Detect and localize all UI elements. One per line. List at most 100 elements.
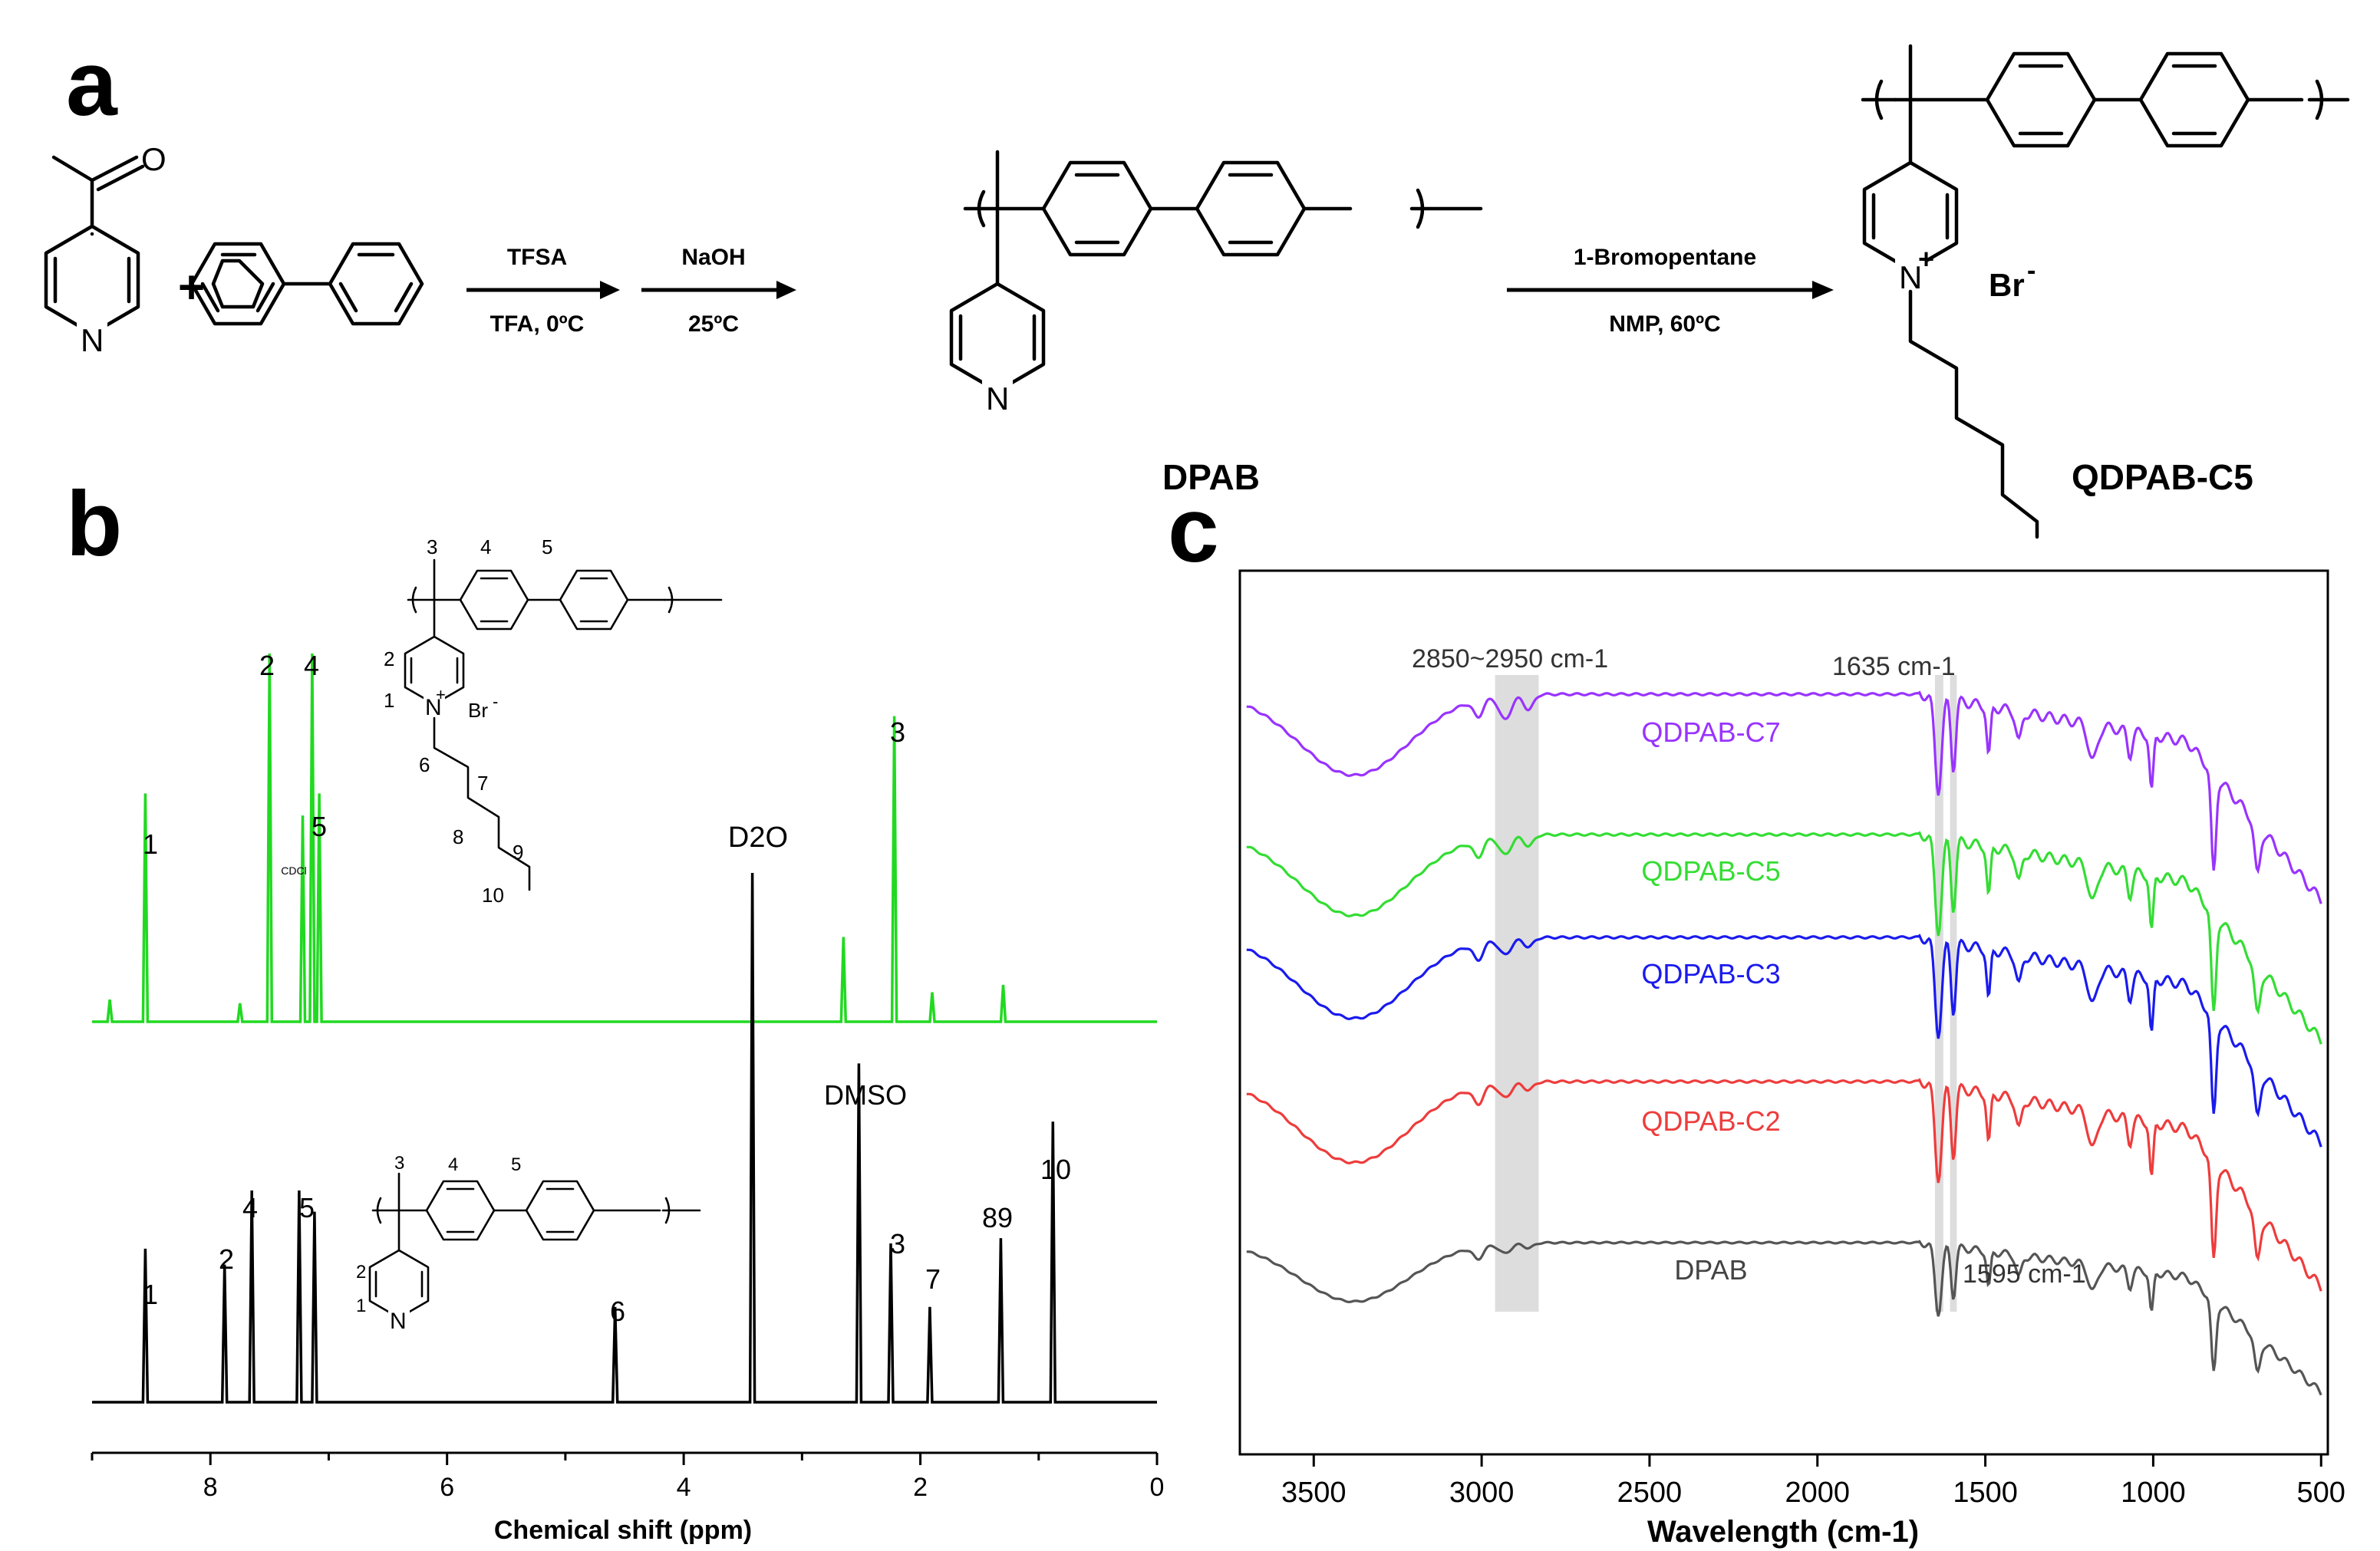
ftir-plot-frame bbox=[1238, 569, 2329, 1456]
ftir-tick-label: 1500 bbox=[1953, 1477, 2018, 1509]
series-label-qdpab-c2: QDPAB-C2 bbox=[1641, 1105, 1780, 1137]
atom-nitrogen-dpab: N bbox=[986, 380, 1009, 417]
atom-oxygen: O bbox=[141, 141, 166, 177]
ftir-highlight-bands bbox=[1495, 675, 1957, 1312]
atom-nitrogen: N bbox=[81, 322, 104, 358]
inset-charge-minus: - bbox=[493, 692, 498, 711]
nmr-inset-structure-qdpab: N + Br - 3 4 5 2 1 6 7 8 9 10 bbox=[384, 535, 723, 907]
inset-bottom-label-5: 5 bbox=[511, 1154, 521, 1175]
ftir-spectrum-qdpab-c3 bbox=[1246, 934, 2322, 1148]
reactant-biphenyl bbox=[190, 242, 424, 326]
ftir-highlight-band bbox=[1950, 675, 1957, 1312]
ftir-tick-label: 3500 bbox=[1281, 1477, 1347, 1509]
inset-top-label-6: 6 bbox=[419, 753, 430, 776]
ftir-highlight-band bbox=[1495, 675, 1539, 1312]
nmr-tick-label: 8 bbox=[203, 1473, 218, 1502]
inset-top-label-1: 1 bbox=[384, 689, 394, 712]
ftir-spectrum-qdpab-c5 bbox=[1246, 831, 2322, 1045]
nmr-tick-label: 4 bbox=[677, 1473, 691, 1502]
nmr-tick-label: 0 bbox=[1150, 1473, 1165, 1502]
peak-label-bottom-89: 89 bbox=[982, 1202, 1013, 1233]
nmr-spectrum-dpab bbox=[92, 872, 1157, 1404]
annotation-2850-2950: 2850~2950 cm-1 bbox=[1412, 644, 1608, 673]
series-label-qdpab-c5: QDPAB-C5 bbox=[1641, 855, 1780, 887]
charge-plus: + bbox=[1918, 243, 1934, 275]
inset-top-label-10: 10 bbox=[482, 884, 504, 907]
peak-label-bottom-7: 7 bbox=[925, 1263, 941, 1295]
peak-label-d2o: D2O bbox=[728, 822, 788, 854]
series-label-qdpab-c3: QDPAB-C3 bbox=[1641, 958, 1780, 990]
product-dpab-label: DPAB bbox=[1162, 457, 1260, 497]
peak-label-bottom-dmso: DMSO bbox=[824, 1079, 907, 1111]
step2-condition: 25ºC bbox=[688, 311, 739, 337]
peak-label-top-3: 3 bbox=[890, 716, 905, 748]
arrow-step2: NaOH 25ºC bbox=[641, 245, 796, 337]
nmr-peak-labels: 1 2 4 5 CDCl 3 1 2 4 5 6 DMSO 3 7 89 10 … bbox=[143, 650, 1071, 1327]
nmr-x-axis: 8 6 4 2 0 bbox=[91, 1451, 1165, 1502]
arrow-step3: 1-Bromopentane NMP, 60ºC bbox=[1507, 245, 1834, 337]
inset-charge-plus: + bbox=[436, 685, 446, 704]
inset-top-label-3: 3 bbox=[427, 535, 437, 558]
ftir-spectrum-qdpab-c7 bbox=[1246, 690, 2322, 904]
inset-bottom-label-2: 2 bbox=[356, 1262, 366, 1283]
atom-bromide: Br bbox=[1989, 267, 2025, 303]
ftir-tick-label: 1000 bbox=[2121, 1477, 2186, 1509]
inset-top-label-9: 9 bbox=[513, 841, 523, 864]
inset-atom-nplus: N bbox=[425, 695, 442, 720]
series-label-qdpab-c7: QDPAB-C7 bbox=[1641, 716, 1780, 748]
nmr-x-axis-label: Chemical shift (ppm) bbox=[494, 1516, 752, 1545]
inset-top-label-8: 8 bbox=[453, 825, 463, 848]
ftir-spectrum-qdpab-c2 bbox=[1246, 1078, 2322, 1292]
charge-minus: - bbox=[2027, 256, 2036, 285]
inset-bottom-label-4: 4 bbox=[448, 1154, 458, 1175]
panel-label-b: b bbox=[66, 473, 122, 575]
nmr-tick-label: 2 bbox=[913, 1473, 928, 1502]
peak-label-bottom-1: 1 bbox=[143, 1279, 158, 1310]
nmr-spectra bbox=[92, 653, 1157, 1404]
inset-atom-n-dpab: N bbox=[390, 1309, 407, 1334]
ftir-highlight-band bbox=[1934, 675, 1943, 1312]
ftir-spectrum-dpab bbox=[1246, 1240, 2322, 1396]
peak-label-bottom-3: 3 bbox=[890, 1228, 905, 1260]
panel-label-a: a bbox=[66, 32, 118, 135]
inset-top-label-2: 2 bbox=[384, 647, 394, 670]
step1-reagent: TFSA bbox=[507, 245, 567, 270]
peak-label-bottom-2: 2 bbox=[219, 1243, 234, 1275]
product-qdpab-c5-label: QDPAB-C5 bbox=[2072, 457, 2253, 497]
peak-label-top-1: 1 bbox=[143, 828, 158, 860]
peak-label-bottom-5: 5 bbox=[299, 1192, 315, 1223]
inset-bottom-label-3: 3 bbox=[394, 1153, 404, 1174]
ftir-tick-label: 500 bbox=[2297, 1477, 2345, 1509]
atom-nitrogen-plus: N bbox=[1899, 259, 1922, 295]
nmr-tick-label: 6 bbox=[440, 1473, 454, 1502]
step3-reagent: 1-Bromopentane bbox=[1574, 245, 1756, 270]
ftir-tick-label: 2500 bbox=[1617, 1477, 1683, 1509]
peak-label-bottom-6: 6 bbox=[610, 1296, 625, 1327]
peak-label-top-5: 5 bbox=[312, 811, 327, 842]
inset-top-label-7: 7 bbox=[477, 772, 488, 795]
step2-reagent: NaOH bbox=[681, 245, 745, 270]
arrow-step1: TFSA TFA, 0ºC bbox=[466, 245, 620, 337]
structure-qdpab-c5: N + Br - QDPAB-C5 bbox=[1861, 44, 2350, 539]
structure-dpab: N DPAB bbox=[949, 150, 1483, 497]
step1-condition: TFA, 0ºC bbox=[490, 311, 585, 337]
reactant-acetylpyridine: O N bbox=[44, 141, 166, 358]
inset-top-label-5: 5 bbox=[542, 535, 552, 558]
ftir-x-axis-label: Wavelength (cm-1) bbox=[1647, 1515, 1919, 1549]
peak-label-bottom-10: 10 bbox=[1040, 1154, 1071, 1185]
ftir-tick-label: 3000 bbox=[1449, 1477, 1515, 1509]
inset-bottom-label-1: 1 bbox=[356, 1296, 366, 1316]
peak-label-top-2: 2 bbox=[259, 650, 275, 681]
series-label-dpab: DPAB bbox=[1674, 1254, 1747, 1286]
nmr-spectrum-qdpab-c5 bbox=[92, 653, 1157, 1023]
annotation-1595: 1595 cm-1 bbox=[1963, 1260, 2086, 1289]
annotation-1635: 1635 cm-1 bbox=[1832, 652, 1956, 681]
inset-atom-br: Br bbox=[468, 699, 488, 722]
ftir-spectra bbox=[1246, 690, 2322, 1396]
panel-label-c: c bbox=[1168, 479, 1219, 581]
peak-label-top-4: 4 bbox=[304, 650, 319, 681]
nmr-inset-structure-dpab: N 3 4 5 2 1 bbox=[356, 1153, 701, 1334]
